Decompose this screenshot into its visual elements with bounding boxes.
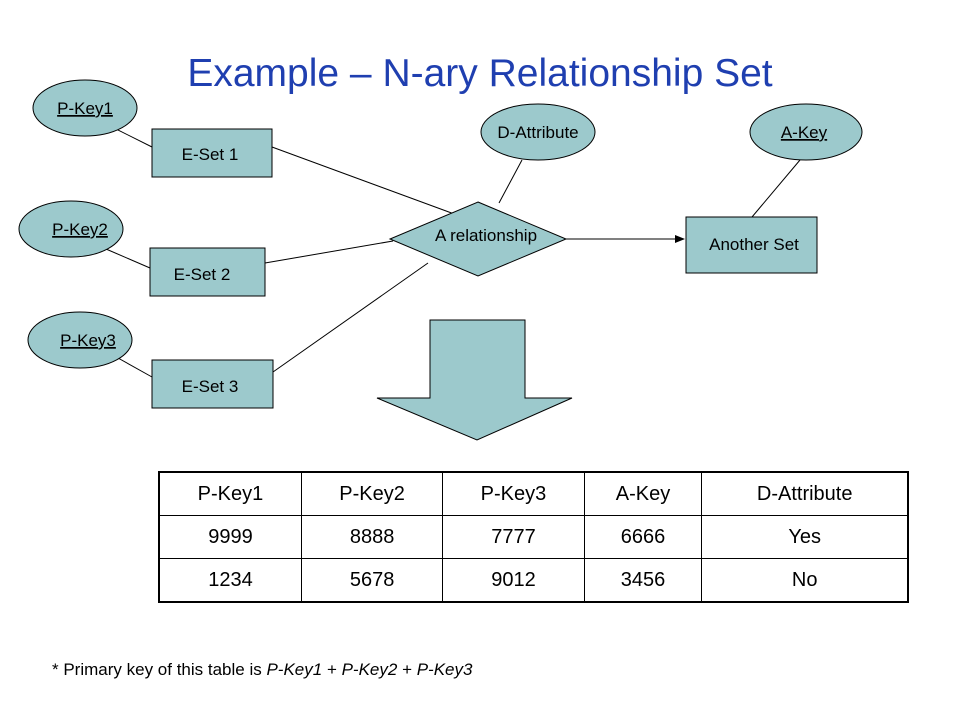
entity-eset2: E-Set 2 bbox=[149, 247, 266, 297]
line-pkey2-eset2 bbox=[105, 248, 151, 269]
footnote-key1: P-Key1 bbox=[266, 660, 323, 679]
footnote-prefix: * Primary key of this table is bbox=[52, 660, 267, 679]
line-eset2-relationship bbox=[264, 240, 394, 264]
table-row: 1234 5678 9012 3456 No bbox=[158, 558, 909, 603]
attr-pkey1-label: P-Key1 bbox=[57, 99, 113, 118]
header-pkey2: P-Key2 bbox=[300, 471, 444, 516]
attr-pkey2: P-Key2 bbox=[18, 200, 124, 258]
attr-dattribute: D-Attribute bbox=[480, 103, 596, 161]
table-cell: Yes bbox=[701, 515, 909, 559]
entity-eset2-label: E-Set 2 bbox=[174, 265, 231, 284]
connector-lines bbox=[105, 125, 801, 378]
entity-another-set-label: Another Set bbox=[709, 235, 799, 254]
attr-pkey1: P-Key1 bbox=[32, 79, 138, 137]
attr-pkey3-label: P-Key3 bbox=[60, 331, 116, 350]
attr-dattribute-label: D-Attribute bbox=[497, 123, 578, 142]
attr-pkey3: P-Key3 bbox=[27, 311, 133, 369]
line-dattribute-relationship bbox=[498, 159, 523, 204]
attr-pkey2-label: P-Key2 bbox=[52, 220, 108, 239]
table-cell: 1234 bbox=[158, 558, 302, 603]
table-header-row: P-Key1 P-Key2 P-Key3 A-Key D-Attribute bbox=[158, 471, 909, 516]
line-pkey3-eset3 bbox=[117, 357, 153, 378]
relationship-label: A relationship bbox=[435, 226, 537, 245]
footnote-key2: P-Key2 bbox=[341, 660, 398, 679]
line-akey-anotherset bbox=[751, 159, 801, 218]
header-dattribute: D-Attribute bbox=[701, 471, 909, 516]
footnote: * Primary key of this table is P-Key1 + … bbox=[52, 660, 472, 680]
entity-eset3-label: E-Set 3 bbox=[182, 377, 239, 396]
entity-eset3: E-Set 3 bbox=[151, 359, 274, 409]
attr-akey: A-Key bbox=[749, 103, 863, 161]
page-title: Example – N-ary Relationship Set bbox=[187, 52, 773, 95]
entity-eset1-label: E-Set 1 bbox=[182, 145, 239, 164]
header-akey: A-Key bbox=[583, 471, 703, 516]
entity-eset1: E-Set 1 bbox=[151, 128, 273, 178]
table-cell: No bbox=[701, 558, 909, 603]
footnote-plus2: + bbox=[397, 660, 417, 679]
footnote-key3: P-Key3 bbox=[416, 660, 473, 679]
down-arrow-icon bbox=[376, 319, 573, 441]
table-row: 9999 8888 7777 6666 Yes bbox=[158, 515, 909, 559]
relationship-diamond: A relationship bbox=[388, 201, 568, 277]
header-pkey3: P-Key3 bbox=[442, 471, 585, 516]
table-cell: 7777 bbox=[442, 515, 585, 559]
line-eset3-relationship bbox=[272, 262, 429, 373]
table-cell: 8888 bbox=[300, 515, 444, 559]
footnote-plus1: + bbox=[322, 660, 342, 679]
table-cell: 9012 bbox=[442, 558, 585, 603]
attr-akey-label: A-Key bbox=[781, 123, 828, 142]
result-table: P-Key1 P-Key2 P-Key3 A-Key D-Attribute 9… bbox=[158, 471, 909, 603]
line-eset1-relationship bbox=[271, 146, 458, 216]
header-pkey1: P-Key1 bbox=[158, 471, 302, 516]
table-cell: 9999 bbox=[158, 515, 302, 559]
table-cell: 3456 bbox=[583, 558, 703, 603]
table-cell: 6666 bbox=[583, 515, 703, 559]
entity-another-set: Another Set bbox=[685, 216, 818, 274]
table-cell: 5678 bbox=[300, 558, 444, 603]
